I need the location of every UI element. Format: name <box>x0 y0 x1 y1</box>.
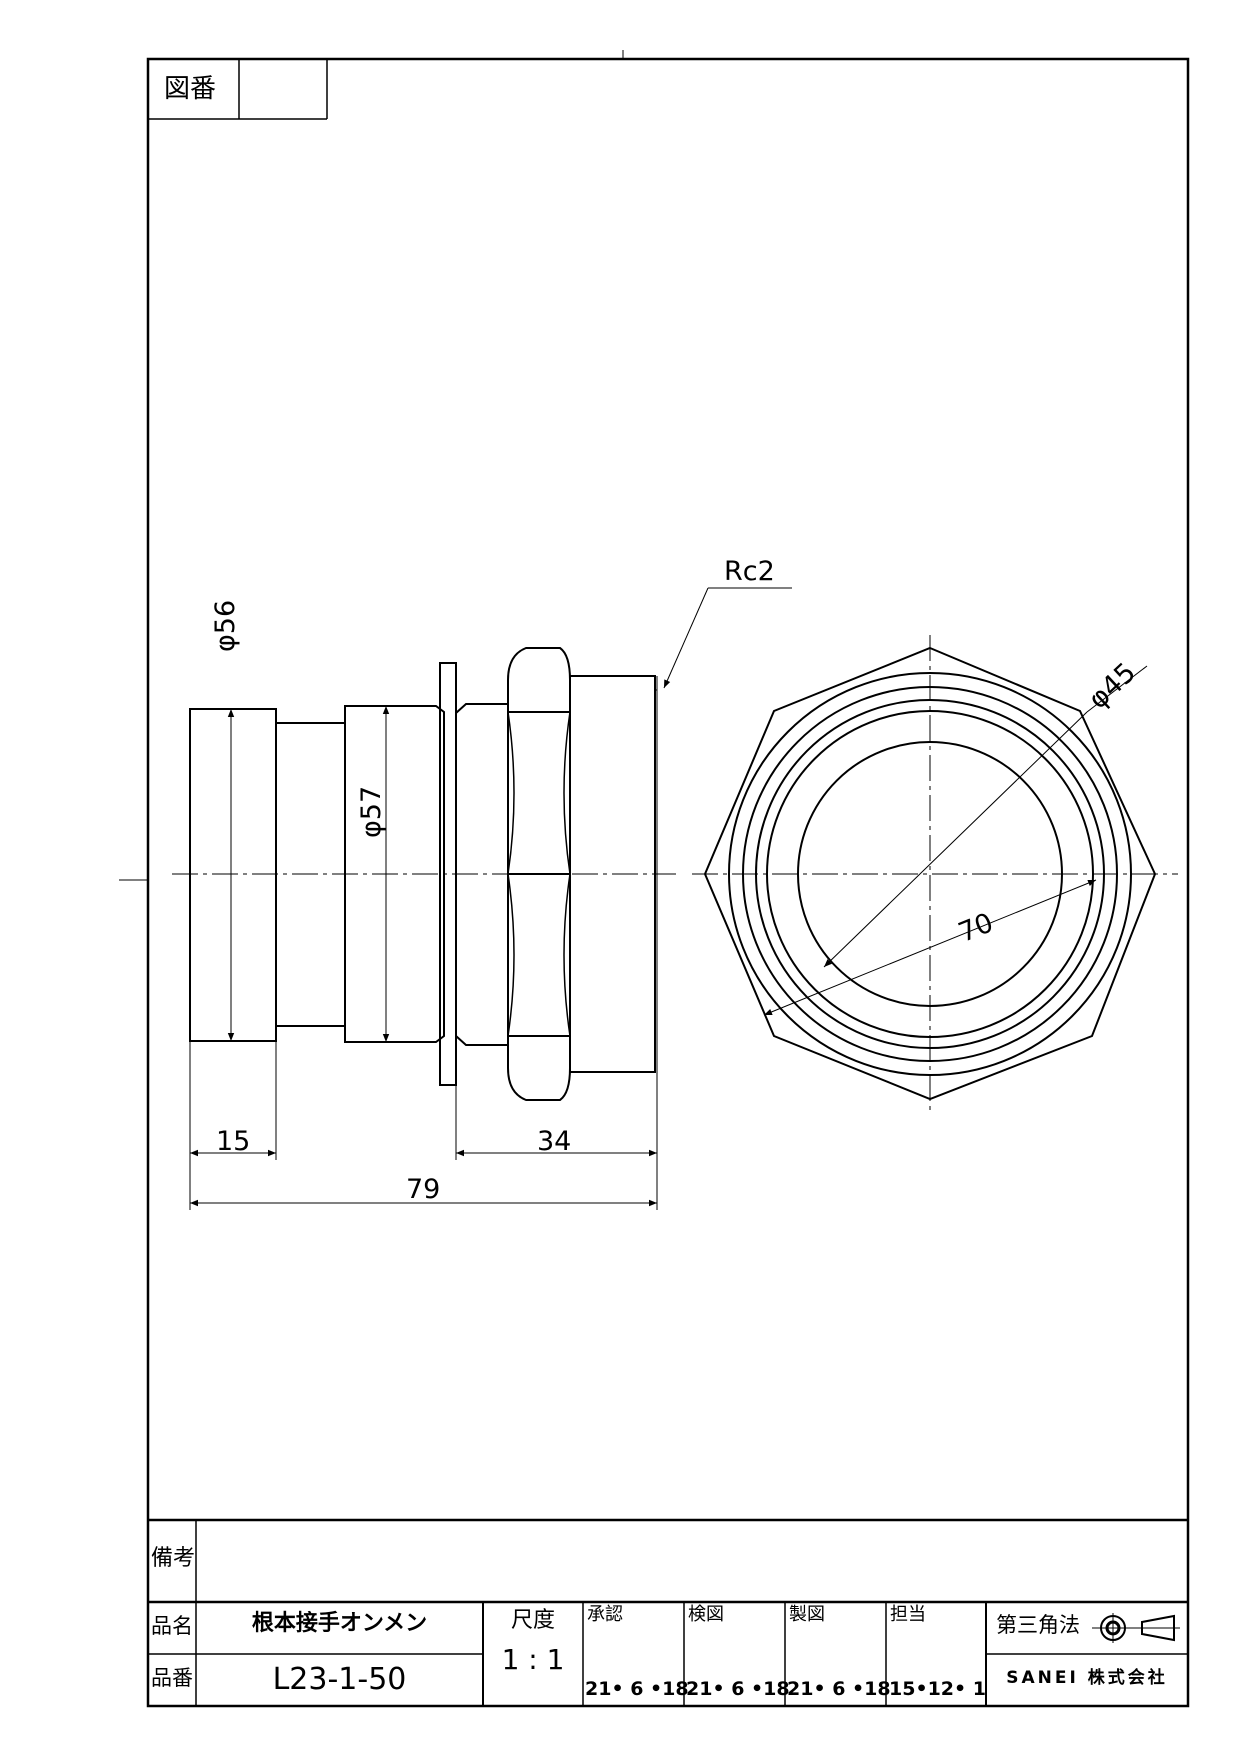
end-view-centerlines <box>692 635 1178 1113</box>
product-name-label: 品名 <box>151 1614 193 1638</box>
sheet-border <box>146 57 1190 1708</box>
drawing-number-box <box>148 59 328 120</box>
dimension-thread-rc2: Rc2 <box>724 556 775 587</box>
dimension-length-79: 79 <box>406 1174 441 1205</box>
remarks-label: 備考 <box>151 1546 196 1571</box>
center-marks <box>119 50 624 881</box>
check-label: 検図 <box>688 1604 724 1625</box>
in-charge-label: 担当 <box>890 1604 926 1625</box>
scale-value: 1 : 1 <box>501 1643 565 1676</box>
drawing-number-label: 図番 <box>164 74 217 104</box>
dimension-length-15: 15 <box>216 1126 251 1157</box>
scale-label: 尺度 <box>510 1608 555 1633</box>
company-name: SANEI 株式会社 <box>1006 1668 1168 1688</box>
approval-label: 承認 <box>587 1604 623 1625</box>
title-block-grid <box>148 1518 1188 1706</box>
product-number-label: 品番 <box>151 1666 193 1690</box>
projection-label: 第三角法 <box>996 1613 1080 1637</box>
dimension-dia-57: φ57 <box>356 785 387 838</box>
end-dimension-lines <box>763 665 1148 1016</box>
in-charge-date: 15•12• 1 <box>889 1678 987 1700</box>
dimension-dia-56: φ56 <box>210 599 241 652</box>
product-name: 根本接手オンメン <box>251 1611 428 1636</box>
drafting-date: 21• 6 •18 <box>787 1678 891 1700</box>
check-date: 21• 6 •18 <box>686 1678 790 1700</box>
dimension-length-34: 34 <box>537 1126 572 1157</box>
side-view <box>189 647 658 1101</box>
third-angle-projection-icon <box>1092 1613 1180 1643</box>
product-number: L23-1-50 <box>272 1662 407 1697</box>
side-dimension-lines <box>189 587 792 1210</box>
drafting-label: 製図 <box>789 1604 825 1625</box>
approval-date: 21• 6 •18 <box>585 1678 689 1700</box>
